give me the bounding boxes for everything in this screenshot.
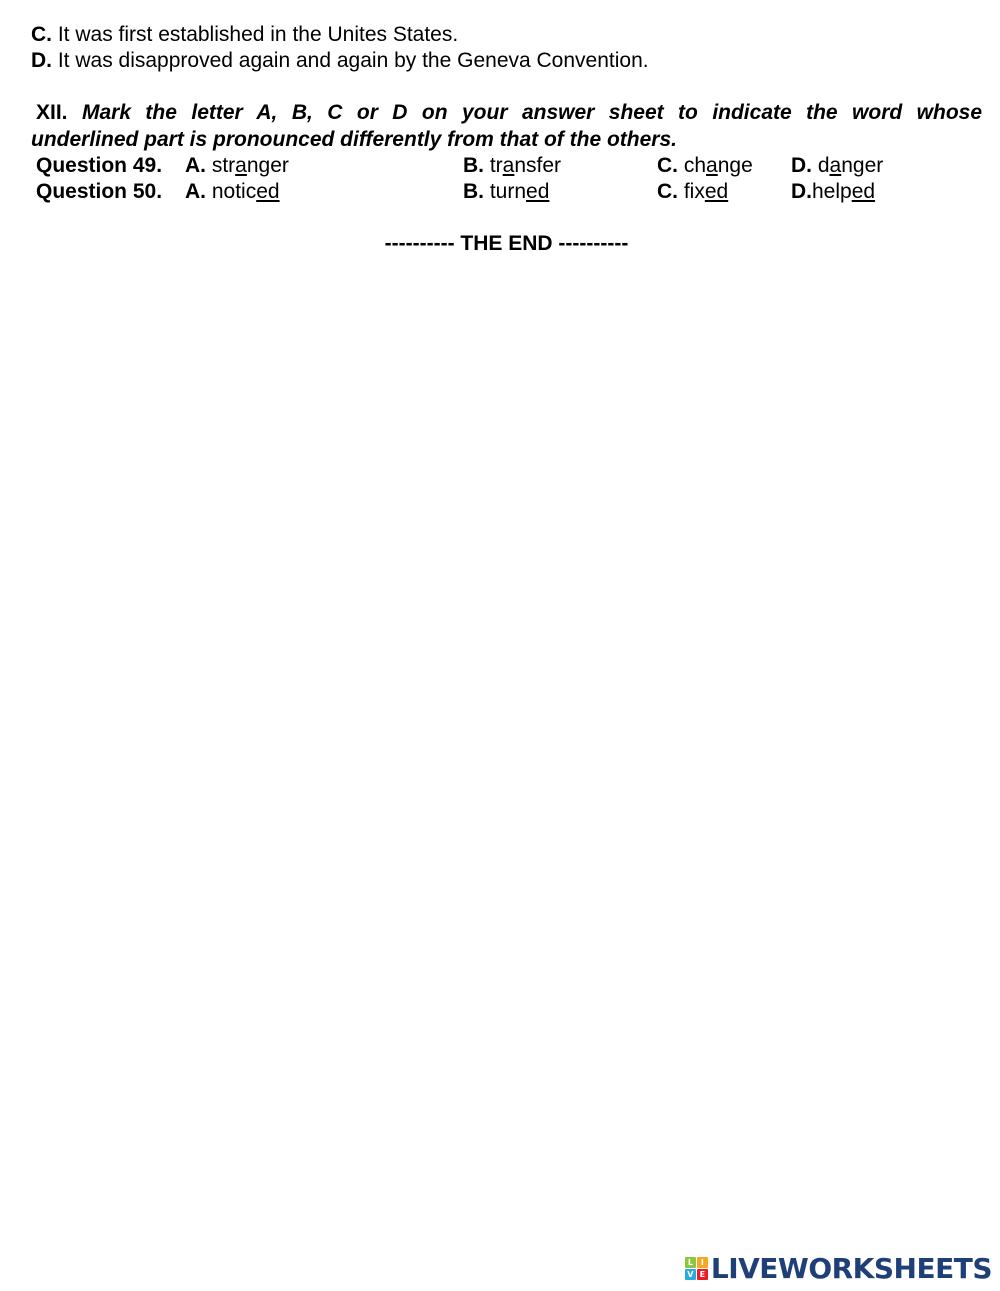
- liveworksheets-logo: L I V E LIVEWORKSHEETS: [684, 1252, 993, 1285]
- underlined-part: a: [235, 154, 247, 177]
- option-b: B. turned: [463, 179, 549, 205]
- underlined-part: ed: [851, 180, 876, 203]
- question-50: Question 50. A. noticed B. turned C. fix…: [36, 179, 956, 205]
- option-d-prev: D. It was disapproved again and again by…: [31, 48, 649, 74]
- word-part: nsfer: [514, 154, 562, 177]
- option-text: It was disapproved again and again by th…: [57, 49, 649, 72]
- the-end-marker: ---------- THE END ----------: [384, 232, 629, 255]
- underlined-part: ed: [256, 180, 280, 203]
- logo-tile: I: [696, 1257, 708, 1268]
- section-instruction-line1: XII. Mark the letter A, B, C or D on you…: [31, 100, 982, 126]
- option-d: D. danger: [791, 153, 883, 179]
- logo-tile: E: [696, 1269, 708, 1280]
- option-b: B. transfer: [463, 153, 561, 179]
- word-part: nger: [246, 154, 289, 177]
- underlined-part: ed: [526, 180, 550, 203]
- instruction-text-2: underlined part is pronounced differentl…: [31, 128, 677, 151]
- underlined-part: a: [829, 154, 842, 177]
- section-instruction-line2: underlined part is pronounced differentl…: [31, 127, 982, 153]
- question-label: Question 50.: [36, 180, 163, 203]
- logo-tile: V: [684, 1269, 696, 1280]
- option-letter: B.: [463, 180, 484, 203]
- option-letter: D.: [31, 49, 52, 72]
- word-part: nger: [841, 154, 884, 177]
- word-part: str: [211, 154, 236, 177]
- logo-text: LIVEWORKSHEETS: [710, 1252, 993, 1285]
- instruction-text-1: Mark the letter A, B, C or D on your ans…: [81, 101, 983, 124]
- option-c: C. fixed: [657, 179, 728, 205]
- underlined-part: ed: [704, 180, 729, 203]
- option-text: It was first established in the Unites S…: [57, 23, 459, 46]
- word-part: notic: [211, 180, 257, 203]
- section-number: XII.: [36, 101, 68, 124]
- word-part: help: [812, 180, 852, 203]
- underlined-part: a: [502, 154, 515, 177]
- word-part: ch: [683, 154, 707, 177]
- logo-tile: L: [684, 1257, 696, 1268]
- option-c: C. change: [657, 153, 753, 179]
- option-a: A. stranger: [185, 153, 289, 179]
- word-part: nge: [717, 154, 753, 177]
- option-letter: A.: [185, 154, 206, 177]
- logo-icon: L I V E: [684, 1257, 708, 1280]
- option-letter: C.: [657, 154, 678, 177]
- option-letter: A.: [185, 180, 206, 203]
- option-d: D.helped: [791, 179, 875, 205]
- option-letter: C.: [31, 23, 52, 46]
- underlined-part: a: [706, 154, 718, 177]
- word-part: tr: [489, 154, 503, 177]
- word-part: turn: [489, 180, 527, 203]
- option-letter: B.: [463, 154, 484, 177]
- option-c-prev: C. It was first established in the Unite…: [31, 22, 458, 48]
- option-a: A. noticed: [185, 179, 280, 205]
- question-label: Question 49.: [36, 154, 163, 177]
- option-letter: D.: [791, 180, 812, 203]
- question-49: Question 49. A. stranger B. transfer C. …: [36, 153, 956, 179]
- option-letter: C.: [657, 180, 678, 203]
- word-part: d: [817, 154, 830, 177]
- option-letter: D.: [791, 154, 812, 177]
- word-part: fix: [683, 180, 705, 203]
